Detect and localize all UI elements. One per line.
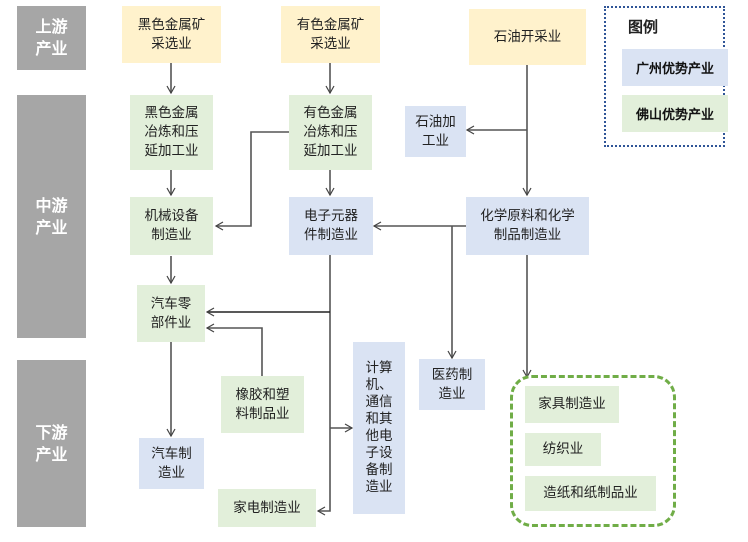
edge-rubber-to-auto-parts: [205, 323, 263, 376]
node-paper-label: 造纸和纸制品业: [543, 485, 638, 501]
node-nonferrous-mining: 有色金属矿 采选业: [281, 6, 380, 63]
legend-item-guangzhou-label: 广州优势产业: [635, 62, 714, 77]
node-appliance: 家电制造业: [218, 489, 316, 527]
stage-upstream-label: 上游 产业: [35, 17, 68, 58]
node-auto-parts: 汽车零 部件业: [137, 285, 205, 342]
node-chemicals: 化学原料和化学 制品制造业: [466, 197, 589, 255]
node-auto-parts-label: 汽车零 部件业: [150, 295, 192, 331]
node-pharma: 医药制 造业: [419, 359, 485, 410]
node-furniture-label: 家具制造业: [538, 396, 606, 412]
node-textile: 纺织业: [525, 433, 601, 466]
node-ferrous-smelting: 黑色金属 冶炼和压 延加工业: [130, 95, 213, 170]
node-auto-manufacturing: 汽车制 造业: [139, 438, 204, 489]
stage-midstream: 中游 产业: [17, 95, 86, 338]
node-nonferrous-mining-label: 有色金属矿 采选业: [296, 16, 365, 52]
legend: 图例 广州优势产业 佛山优势产业: [604, 6, 728, 147]
light-industry-group: [510, 375, 676, 527]
node-oil-extraction-label: 石油开采业: [493, 28, 562, 45]
node-computer-communication-label: 计算 机、 通信 和其 他电 子设 备制 造业: [365, 360, 393, 495]
edge-nonferrous-smelting-to-machinery: [214, 131, 289, 231]
stage-downstream: 下游 产业: [17, 360, 86, 527]
node-ferrous-smelting-label: 黑色金属 冶炼和压 延加工业: [144, 105, 199, 159]
stage-midstream-label: 中游 产业: [35, 195, 68, 237]
node-oil-processing: 石油加 工业: [405, 106, 466, 157]
node-chemicals-label: 化学原料和化学 制品制造业: [480, 208, 575, 243]
node-ferrous-mining-label: 黑色金属矿 采选业: [137, 16, 206, 52]
node-ferrous-mining: 黑色金属矿 采选业: [122, 6, 221, 63]
node-machinery: 机械设备 制造业: [130, 197, 213, 255]
node-oil-processing-label: 石油加 工业: [415, 113, 456, 149]
node-paper: 造纸和纸制品业: [525, 476, 656, 511]
node-pharma-label: 医药制 造业: [431, 366, 473, 402]
node-computer-communication: 计算 机、 通信 和其 他电 子设 备制 造业: [353, 342, 405, 514]
node-appliance-label: 家电制造业: [233, 499, 301, 516]
node-rubber-plastic: 橡胶和塑 料制品业: [221, 376, 304, 433]
legend-item-foshan: 佛山优势产业: [622, 95, 728, 132]
node-rubber-plastic-label: 橡胶和塑 料制品业: [235, 386, 290, 422]
node-textile-label: 纺织业: [542, 441, 584, 457]
legend-title: 图例: [628, 18, 659, 36]
node-auto-manufacturing-label: 汽车制 造业: [151, 445, 192, 481]
node-machinery-label: 机械设备 制造业: [144, 208, 199, 243]
legend-item-guangzhou: 广州优势产业: [622, 49, 728, 86]
node-nonferrous-smelting-label: 有色金属 冶炼和压 延加工业: [303, 105, 358, 159]
legend-item-foshan-label: 佛山优势产业: [635, 108, 714, 123]
edge-electronics-to-appliance: [316, 506, 331, 516]
stage-downstream-label: 下游 产业: [35, 422, 68, 464]
node-nonferrous-smelting: 有色金属 冶炼和压 延加工业: [289, 95, 372, 170]
node-electronic-components-label: 电子元器 件制造业: [304, 208, 358, 243]
node-furniture: 家具制造业: [525, 386, 619, 423]
node-oil-extraction: 石油开采业: [469, 9, 586, 65]
stage-upstream: 上游 产业: [17, 6, 86, 70]
node-electronic-components: 电子元器 件制造业: [289, 197, 373, 255]
